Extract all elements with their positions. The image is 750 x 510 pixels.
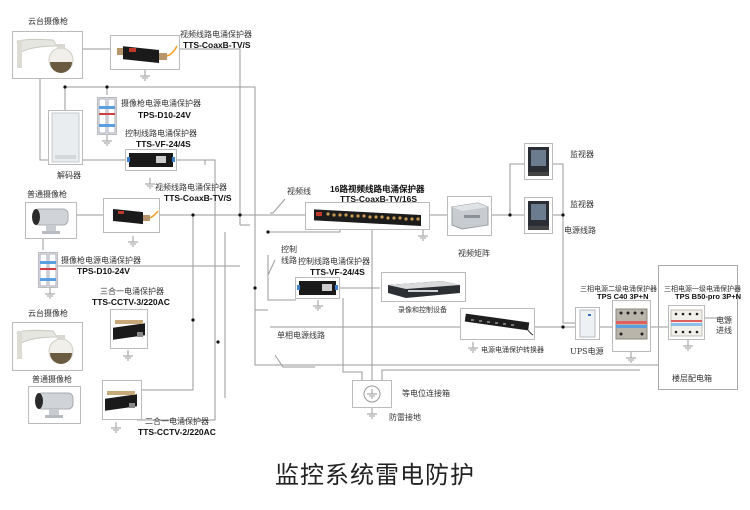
control-protector-2-label: 控制线路电涌保护器	[298, 257, 370, 266]
video-matrix-label: 视频矩阵	[458, 249, 490, 258]
power-strip[interactable]	[460, 308, 535, 340]
tps-c40-model: TPS C40 3P+N	[597, 292, 649, 301]
monitor-2[interactable]	[524, 197, 553, 234]
three-in-one-protector[interactable]	[110, 309, 148, 349]
ground-symbols	[45, 70, 693, 433]
control-line-annotation-2: 线路	[281, 256, 297, 265]
camera-power-protector-2-label: 摄像枪电源电涌保护器	[61, 256, 141, 265]
video-16ch-protector-label: 16路视频线路电涌保护器	[330, 184, 425, 194]
cctv-protector-icon	[105, 391, 137, 411]
coax-protector-icon	[113, 208, 159, 225]
camera-power-protector-1-label: 摄像枪电源电涌保护器	[121, 99, 201, 108]
ptz-camera-2[interactable]	[12, 322, 83, 371]
control-protector-2[interactable]	[295, 277, 340, 299]
recorder-label: 录像和控制设备	[398, 306, 447, 314]
video-16ch-protector-model: TTS-CoaxB-TV/16S	[340, 194, 417, 204]
bullet-camera-2-label: 普通摄像枪	[32, 375, 72, 384]
control-line-annotation-1: 控制	[281, 245, 297, 254]
cctv-protector-icon	[113, 320, 145, 340]
monitor-icon	[528, 147, 549, 176]
video-protector-1-model: TTS-CoaxB-TV/S	[183, 40, 251, 50]
video-protector-1-label: 视频线路电涌保护器	[180, 30, 252, 39]
ptz-camera-2-label: 云台摄像枪	[28, 309, 68, 318]
control-protector-1-label: 控制线路电涌保护器	[125, 129, 197, 138]
power-incoming-annotation-2: 进线	[716, 326, 732, 335]
ptz-camera-icon	[16, 329, 74, 364]
two-in-one-protector[interactable]	[102, 380, 142, 420]
bullet-camera-icon	[32, 208, 69, 234]
ground-terminal-icon	[363, 385, 381, 403]
tps-b50-label: 三相电源一级电涌保护器	[664, 285, 741, 293]
monitor-1[interactable]	[524, 143, 553, 180]
video-16ch-protector[interactable]	[305, 202, 430, 230]
camera-power-protector-1-model: TPS-D10-24V	[138, 110, 191, 120]
bullet-camera-1-label: 普通摄像枪	[27, 190, 67, 199]
three-in-one-model: TTS-CCTV-3/220AC	[92, 297, 170, 307]
tps-b50-model: TPS B50-pro 3P+N	[675, 292, 742, 301]
coax-protector-icon	[117, 45, 178, 64]
power-strip-label: 电源电涌保护转换器	[481, 346, 544, 354]
two-in-one-model: TTS-CCTV-2/220AC	[138, 427, 216, 437]
ups[interactable]	[575, 307, 600, 340]
din-protector-icon	[39, 253, 57, 287]
bullet-camera-1[interactable]	[25, 202, 77, 239]
equipotential-box-label: 等电位连接箱	[402, 389, 450, 398]
power-line-annotation: 电源线路	[564, 226, 596, 235]
camera-power-protector-2[interactable]	[38, 252, 58, 288]
power-strip-icon	[464, 313, 534, 336]
monitor-icon	[528, 201, 549, 230]
floor-distribution-box	[658, 265, 738, 390]
monitor-2-label: 监视器	[570, 200, 594, 209]
video-protector-2[interactable]	[103, 198, 160, 233]
din-protector-icon	[98, 98, 116, 134]
video-protector-2-model: TTS-CoaxB-TV/S	[164, 193, 232, 203]
recorder[interactable]	[381, 272, 466, 302]
bullet-camera-icon	[35, 392, 74, 418]
tps-b50-protector[interactable]	[668, 305, 705, 340]
three-phase-protector-icon	[615, 308, 648, 340]
recorder-icon	[388, 281, 460, 298]
ptz-camera-1-label: 云台摄像枪	[28, 17, 68, 26]
monitor-1-label: 监视器	[570, 150, 594, 159]
ptz-camera-1[interactable]	[12, 31, 83, 79]
tps-c40-label: 三相电源二级电涌保护器	[580, 285, 657, 293]
camera-power-protector-1[interactable]	[97, 97, 117, 135]
video-protector-2-label: 视频线路电涌保护器	[155, 183, 227, 192]
video-line-annotation: 视频线	[287, 187, 311, 196]
bullet-camera-2[interactable]	[28, 386, 81, 424]
diagram-title: 监控系统雷电防护	[275, 461, 475, 489]
signal-protector-icon	[127, 153, 175, 167]
video-matrix-icon	[451, 202, 489, 230]
rack-protector-icon	[314, 209, 421, 227]
two-in-one-label: 二合一电涌保护器	[145, 417, 209, 426]
decoder-label: 解码器	[57, 171, 81, 180]
control-protector-1[interactable]	[125, 149, 177, 171]
power-incoming-annotation-1: 电源	[716, 316, 732, 325]
decoder[interactable]	[48, 110, 83, 165]
signal-protector-icon	[297, 281, 338, 295]
lightning-ground-label: 防雷接地	[389, 413, 421, 422]
control-protector-2-model: TTS-VF-24/4S	[310, 267, 365, 277]
floor-distribution-box-label: 楼层配电箱	[672, 374, 712, 383]
control-protector-1-model: TTS-VF-24/4S	[136, 139, 191, 149]
ups-icon	[579, 309, 596, 338]
video-protector-1[interactable]	[110, 35, 180, 70]
camera-power-protector-2-model: TPS-D10-24V	[77, 266, 130, 276]
single-phase-power-annotation: 单相电源线路	[277, 331, 325, 340]
equipotential-box[interactable]	[352, 380, 392, 408]
three-phase-protector-icon	[670, 309, 703, 337]
three-in-one-label: 三合一电涌保护器	[100, 287, 164, 296]
decoder-icon	[51, 112, 80, 163]
ptz-camera-icon	[16, 38, 74, 73]
ups-label: UPS电源	[570, 347, 604, 356]
video-matrix[interactable]	[447, 196, 492, 236]
tps-c40-protector[interactable]	[612, 300, 651, 352]
